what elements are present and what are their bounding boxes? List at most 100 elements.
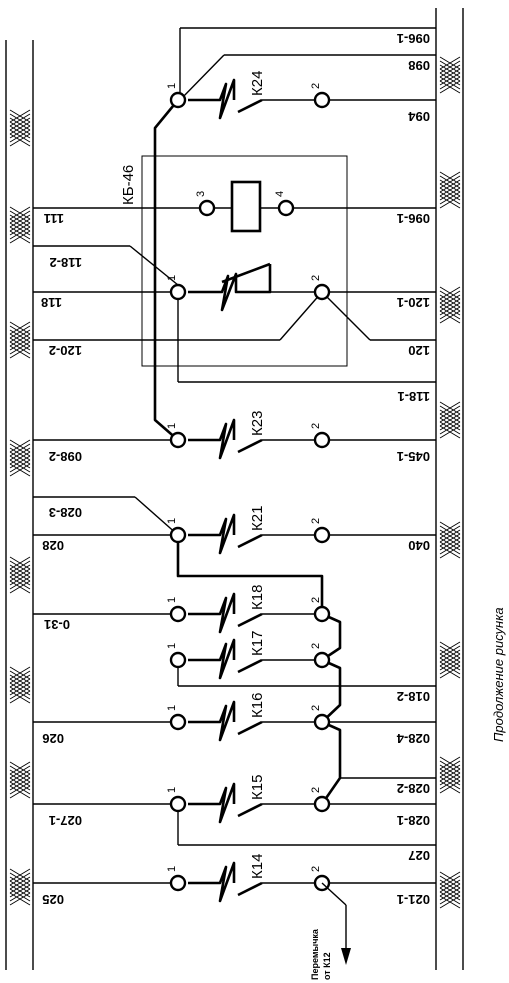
left-wire-label: 027-1 <box>49 813 82 828</box>
terminal-block-hatch <box>9 439 31 477</box>
terminal-circle <box>313 605 331 623</box>
terminal-number: 1 <box>166 275 178 281</box>
terminal-number: 4 <box>274 191 286 197</box>
terminal-number: 2 <box>310 518 322 524</box>
left-wire-label: 120-2 <box>49 343 82 358</box>
terminal-block-hatch <box>439 401 461 439</box>
kb46-block <box>141 155 348 367</box>
terminal-block-hatch <box>9 321 31 359</box>
terminal-block-hatch <box>439 56 461 94</box>
terminal-number: 2 <box>310 275 322 281</box>
left-wire-label: 025 <box>42 892 64 907</box>
terminal-number: 2 <box>310 423 322 429</box>
terminal-block-hatch <box>439 641 461 679</box>
right-wire-label: 120 <box>408 343 430 358</box>
terminal-circle <box>169 431 187 449</box>
right-wire-label: 040 <box>408 538 430 553</box>
coil-symbol <box>230 180 262 233</box>
relay-label-k24: К24 <box>249 71 266 96</box>
relay-label-k14: К14 <box>249 854 266 879</box>
right-wire-label: 028-4 <box>396 731 430 746</box>
terminal-number: 1 <box>166 423 178 429</box>
terminal-number: 2 <box>310 643 322 649</box>
jumper-label-line2: от К12 <box>322 952 332 980</box>
relay-label-k16: К16 <box>249 693 266 718</box>
terminal-number: 1 <box>166 643 178 649</box>
terminal-circle <box>169 713 187 731</box>
terminal-circle <box>169 605 187 623</box>
right-terminal-rail <box>435 8 464 970</box>
terminal-circle <box>313 713 331 731</box>
terminal-circle <box>313 651 331 669</box>
caption-text: Продолжение рисунка <box>491 607 506 742</box>
relay-contact-k14 <box>188 861 314 903</box>
left-wire-label: 118 <box>41 295 62 310</box>
terminal-circle <box>313 431 331 449</box>
common-bus <box>153 99 342 805</box>
kb46-contact <box>188 264 272 312</box>
terminal-circle <box>198 199 216 217</box>
right-wire-label: 018-2 <box>397 689 430 704</box>
terminal-block-hatch <box>439 756 461 794</box>
right-wire-label: 028-2 <box>397 781 430 796</box>
right-wire-label: 094 <box>408 109 430 124</box>
terminal-number: 1 <box>166 518 178 524</box>
relay-label-k17: К17 <box>249 631 266 656</box>
kb46-label: КБ-46 <box>120 165 137 205</box>
terminal-block-hatch <box>9 761 31 799</box>
terminal-number: 1 <box>166 83 178 89</box>
right-wire-label: 098 <box>408 58 430 73</box>
right-wires <box>177 27 436 884</box>
terminal-number: 1 <box>166 787 178 793</box>
terminal-circle <box>277 199 295 217</box>
relay-label-k15: К15 <box>249 775 266 800</box>
left-wire-label: 028 <box>42 538 64 553</box>
left-wire-label: 0-31 <box>44 617 70 632</box>
terminal-number: 2 <box>310 83 322 89</box>
terminal-number: 2 <box>310 866 322 872</box>
terminal-circle <box>313 526 331 544</box>
terminal-number: 2 <box>310 597 322 603</box>
left-terminal-rail <box>5 40 34 970</box>
relay-label-k23: К23 <box>249 411 266 436</box>
terminal-block-hatch <box>9 868 31 906</box>
left-wire-label: 026 <box>42 731 64 746</box>
terminal-block-hatch <box>9 666 31 704</box>
left-wire-label: 111 <box>44 211 64 226</box>
relay-contact-k15 <box>188 782 314 824</box>
right-wire-label: 118-1 <box>397 389 430 404</box>
terminal-block-hatch <box>439 171 461 209</box>
left-wires <box>33 207 323 884</box>
relay-contact-k17 <box>188 638 314 680</box>
terminal-circle <box>169 91 187 109</box>
terminal-circle <box>169 283 187 301</box>
relay-contact-k23 <box>188 418 314 460</box>
relay-contact-k16 <box>188 700 314 742</box>
terminal-circle <box>169 651 187 669</box>
left-wire-label: 098-2 <box>49 449 82 464</box>
terminal-circle <box>169 795 187 813</box>
terminal-block-hatch <box>9 109 31 147</box>
terminal-number: 1 <box>166 705 178 711</box>
terminal-number: 1 <box>166 866 178 872</box>
terminal-circle <box>169 526 187 544</box>
terminal-circle <box>313 283 331 301</box>
left-wire-label: 028-3 <box>49 505 82 520</box>
terminal-block-hatch <box>439 521 461 559</box>
right-wire-label: 096-1 <box>397 211 430 226</box>
relay-contact-k18 <box>188 592 314 634</box>
terminal-number: 3 <box>195 191 207 197</box>
right-wire-label: 021-1 <box>397 892 430 907</box>
jumper-arrow <box>321 882 351 965</box>
left-wire-label: 118-2 <box>49 255 82 270</box>
terminal-block-hatch <box>439 871 461 909</box>
jumper-label-line1: Перемычка <box>310 928 320 980</box>
right-wire-label: 120-1 <box>397 295 430 310</box>
terminal-block-hatch <box>9 206 31 244</box>
terminal-block-hatch <box>439 286 461 324</box>
relay-contact-k24 <box>188 78 314 120</box>
terminal-block-hatch <box>9 556 31 594</box>
relay-label-k18: К18 <box>249 585 266 610</box>
terminal-number: 2 <box>310 705 322 711</box>
